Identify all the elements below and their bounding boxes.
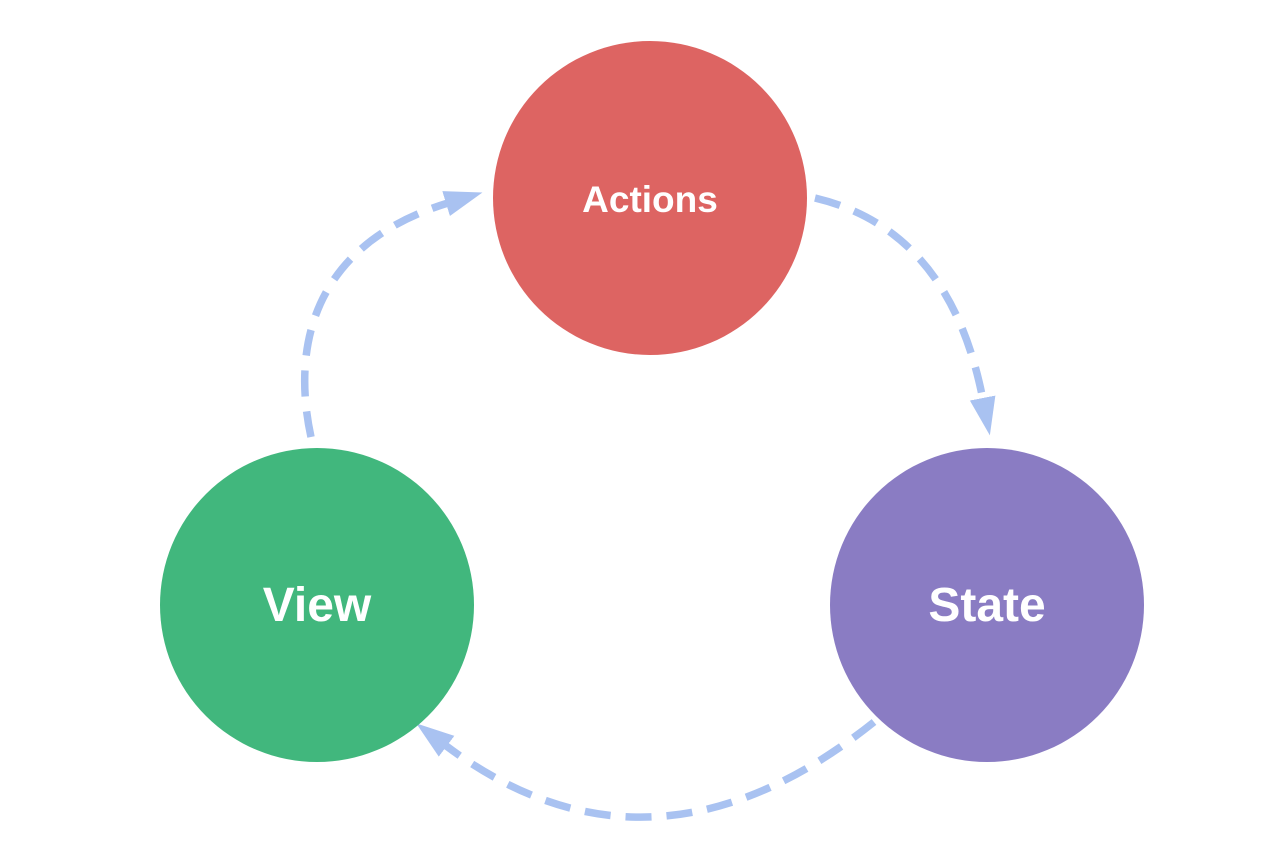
arrow-actions-to-state <box>814 194 996 436</box>
node-view-label: View <box>263 579 372 632</box>
arrow-state-to-view <box>416 719 877 821</box>
node-state <box>830 448 1144 762</box>
node-state-label: State <box>928 579 1045 632</box>
node-actions-label: Actions <box>582 179 718 220</box>
arrow-view-to-actions <box>300 191 483 438</box>
node-view <box>160 448 474 762</box>
node-actions <box>493 41 807 355</box>
